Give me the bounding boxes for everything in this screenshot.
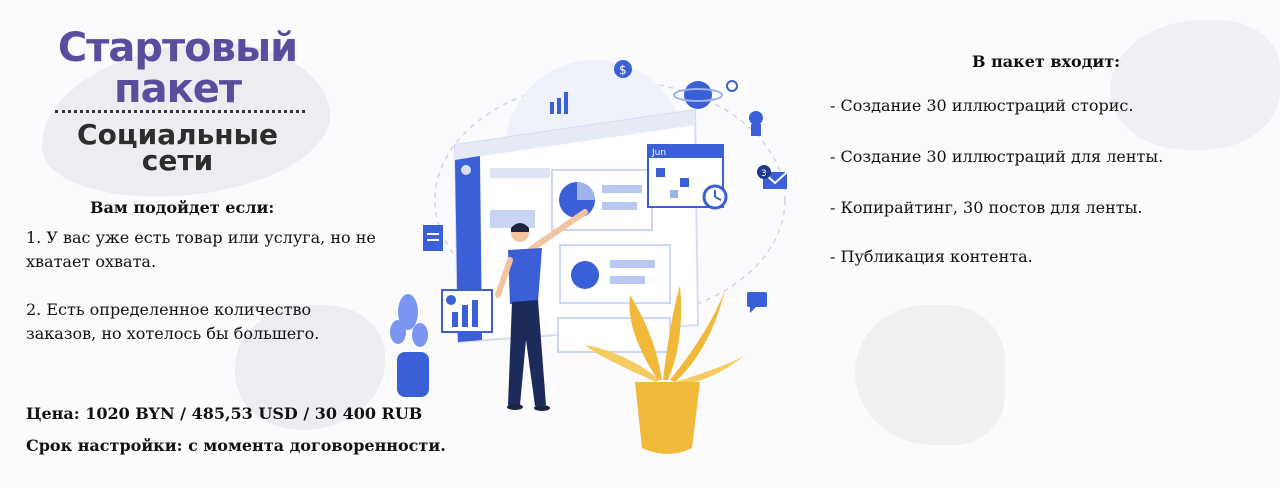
dotted-divider [55,110,305,113]
chart-icon [550,92,568,114]
plant-pot [635,382,700,454]
plant-pot [397,352,429,397]
clock-icon [702,184,728,210]
content-card [559,244,671,304]
background-blob [855,305,1005,445]
package-subtitle-line: Социальные [77,118,278,151]
package-contents-heading: В пакет входит: [972,52,1121,71]
calendar-month-label: Jun [651,148,666,158]
package-item: - Публикация контента. [830,247,1033,266]
envelope-icon: 3 [757,165,788,189]
suitability-reason: 2. Есть определенное количество заказов,… [26,300,320,343]
price-text: Цена: 1020 BYN / 485,53 USD / 30 400 RUB [26,404,423,423]
package-item: - Создание 30 иллюстраций для ленты. [830,147,1164,166]
background-blob [1110,20,1280,150]
astronaut-icon [749,111,763,136]
marketing-illustration: Jun $ [390,60,788,454]
package-item: - Копирайтинг, 30 постов для ленты. [830,198,1143,217]
background-blob [235,305,385,430]
ring-icon [726,80,738,92]
setup-term-text: Срок настройки: с момента договоренности… [26,436,446,455]
yellow-plant [585,285,745,454]
dollar-coin-icon: $ [614,60,632,78]
package-subtitle: Социальные сети [0,118,355,177]
package-subtitle-line: сети [141,144,214,177]
message-badge-count: 3 [761,169,767,179]
bar-chart-card [441,289,493,333]
planet-icon [673,81,723,109]
package-title: Стартовый пакет [0,28,355,110]
dollar-symbol: $ [619,63,627,77]
document-icon [423,225,443,251]
suitability-heading: Вам подойдет если: [90,198,275,217]
package-title-line: пакет [113,66,242,112]
person-figure [495,209,588,411]
package-item: - Создание 30 иллюстраций сторис. [830,96,1134,115]
package-title-line: Стартовый [57,25,298,71]
cactus-plant [390,294,429,397]
chat-bubble-icon [747,292,767,313]
suitability-reason: 1. У вас уже есть товар или услуга, но н… [26,228,376,271]
